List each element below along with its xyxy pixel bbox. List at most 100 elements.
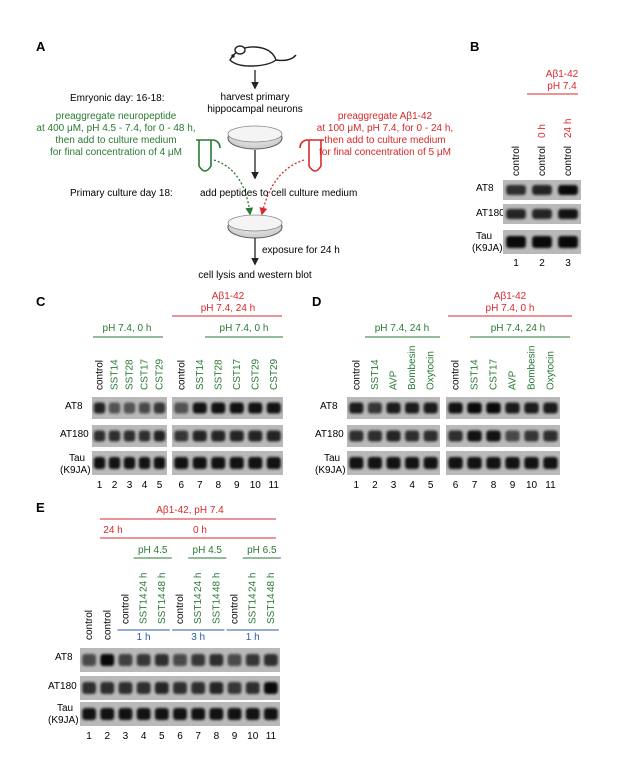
blot-background	[446, 397, 560, 419]
blot-band	[423, 457, 438, 469]
blot-band	[211, 402, 226, 414]
lane-label: control	[95, 360, 106, 390]
lane-number: 1	[354, 480, 360, 491]
blot-band	[524, 430, 539, 442]
blot-band	[532, 236, 552, 248]
blot-band	[229, 457, 244, 469]
blot-at180	[503, 204, 581, 224]
blot-band	[154, 682, 169, 694]
blot-band	[558, 185, 578, 195]
blot-band	[266, 430, 281, 442]
lane-label: control	[537, 146, 548, 176]
blot-tau-right	[172, 451, 283, 475]
lane-number: 2	[372, 480, 378, 491]
duration-label: 1 h	[246, 632, 260, 643]
blot-background	[172, 451, 283, 475]
lane-label: Oxytocin	[426, 351, 437, 390]
blot-band	[93, 457, 106, 469]
lane-label: SST14	[211, 593, 222, 624]
row-label: AT180	[60, 429, 89, 440]
blot-band	[123, 457, 136, 469]
blot-band	[467, 457, 482, 469]
add-peptides-label: add peptides to cell culture medium	[200, 188, 357, 199]
blot-at8-left	[347, 397, 440, 419]
blot-band	[543, 402, 558, 414]
blot-band	[405, 457, 420, 469]
lane-label: CST17	[489, 358, 500, 390]
lane-label: control	[351, 360, 362, 390]
blot-tau	[80, 702, 280, 726]
row-label: AT8	[476, 183, 494, 194]
blot-band	[486, 457, 501, 469]
neuropeptide-tube-icon	[196, 139, 221, 172]
blot-band	[108, 457, 121, 469]
panel-b-letter: B	[470, 39, 479, 54]
blot-at8-right	[172, 397, 283, 419]
lane-number: 3	[565, 258, 571, 269]
blot-band	[136, 682, 151, 694]
blot-band	[558, 209, 578, 219]
blot-band	[138, 402, 151, 414]
blot-band	[505, 430, 520, 442]
row-label: AT8	[55, 652, 73, 663]
lane-number: 5	[159, 731, 165, 742]
blot-band	[543, 457, 558, 469]
d-blots	[347, 397, 560, 475]
lane-label: 48 h	[157, 573, 168, 592]
blot-band	[174, 457, 189, 469]
lane-label: SST14	[266, 593, 277, 624]
lane-label: 24 h	[139, 573, 150, 592]
lane-number: 2	[112, 480, 118, 491]
lane-number: 9	[510, 480, 516, 491]
blot-band	[266, 402, 281, 414]
row-label: Tau	[57, 703, 73, 714]
blot-band	[505, 402, 520, 414]
blot-band	[93, 430, 106, 442]
row-label: Tau	[476, 231, 492, 242]
lane-label: control	[230, 594, 241, 624]
lane-label: control	[511, 146, 522, 176]
lane-number: 1	[86, 731, 92, 742]
panel-c-letter: C	[36, 294, 46, 309]
lane-label: Oxytocin	[546, 351, 557, 390]
abeta-line: then add to culture medium	[324, 135, 445, 146]
mouse-icon	[229, 45, 297, 67]
lane-label: control	[84, 610, 95, 640]
blot-band	[448, 457, 463, 469]
lane-label: SST14	[110, 359, 121, 390]
blot-band	[264, 708, 278, 720]
blot-band	[248, 402, 263, 414]
blot-band	[174, 430, 189, 442]
blot-at180	[80, 676, 280, 700]
blot-band	[118, 682, 133, 694]
lane-number: 11	[266, 731, 277, 742]
blot-band	[448, 430, 463, 442]
primary-culture-label: Primary culture day 18:	[70, 188, 173, 199]
neuropeptide-line: at 400 μM, pH 4.5 - 7.4, for 0 - 48 h,	[36, 123, 195, 134]
blot-background	[446, 425, 560, 447]
c-blots	[92, 397, 283, 475]
blot-at8-left	[92, 397, 167, 419]
culture-dish-icon	[227, 125, 283, 150]
blot-at8	[503, 180, 581, 200]
blot-band	[192, 457, 207, 469]
blot-band	[138, 457, 151, 469]
lane-number: 8	[215, 480, 221, 491]
lane-number: 7	[472, 480, 478, 491]
d-right-treatment-1: Aβ1-42	[494, 291, 527, 302]
blot-band	[405, 402, 420, 414]
blot-band	[211, 457, 226, 469]
blot-background	[172, 425, 283, 447]
lane-number: 5	[428, 480, 434, 491]
lane-label: SST14	[193, 593, 204, 624]
lane-label: SST28	[125, 359, 136, 390]
blot-band	[467, 402, 482, 414]
blot-band	[524, 457, 539, 469]
lane-label: CST17	[232, 358, 243, 390]
row-label: AT8	[320, 401, 338, 412]
